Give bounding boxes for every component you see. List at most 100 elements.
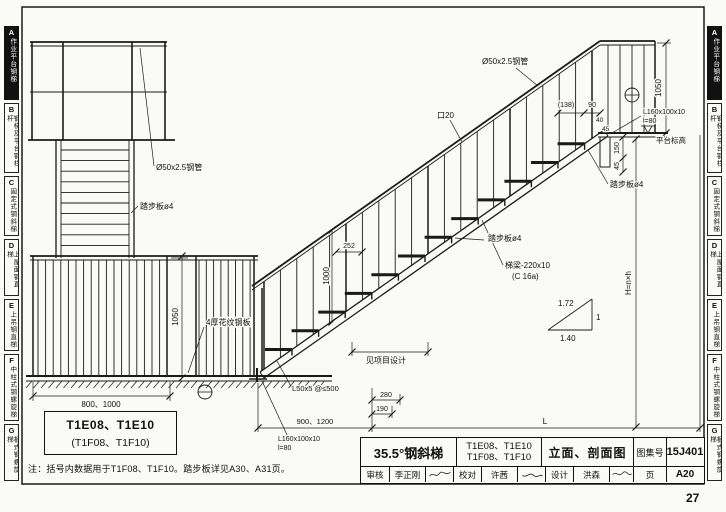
tab-label: 作业平台钢梯 <box>8 38 16 83</box>
design-name: 洪森 <box>573 467 609 482</box>
review-signature <box>425 467 453 482</box>
label-tread-right: 踏步板ø4 <box>610 179 644 189</box>
tab-letter: F <box>9 356 14 365</box>
model-line-2: (T1F08、T1F10) <box>71 437 150 449</box>
dim-total-height: H=n×h <box>624 271 633 295</box>
ground-hatch <box>25 380 325 389</box>
tab-label: 上吊钢直梯 <box>711 311 719 349</box>
dim-left-height: 1050 <box>171 308 180 326</box>
drawing-frame <box>21 6 705 485</box>
landing-balusters <box>37 260 161 376</box>
label-platform-level: 平台标高 <box>656 135 686 145</box>
tab-label: 钢梯及平台钢栏杆 <box>708 115 722 168</box>
review-label: 审核 <box>366 469 384 480</box>
drawing-models: T1E08、T1E10 T1F08、T1F10 <box>456 438 541 466</box>
dim-baluster-spacing: 252 <box>343 243 355 250</box>
drawing-title: 35.5°钢斜梯 <box>373 445 444 461</box>
tab-label: 固定式钢斜梯 <box>711 188 719 233</box>
signature-scribble <box>611 471 632 475</box>
tab-letter: D <box>8 241 15 250</box>
dimension-lines <box>29 39 704 432</box>
tab-letter: C <box>711 178 718 187</box>
atlas-number: 15J401 <box>666 438 703 466</box>
label-stringer: 梯梁-220x10 <box>505 260 550 270</box>
models-line-1: T1E08、T1E10 <box>466 441 532 452</box>
tab-label: 板式钢螺旋梯 <box>5 436 19 474</box>
tab-label: 上吊钢直梯 <box>8 311 16 349</box>
platform-balusters <box>607 45 645 133</box>
check-label: 校对 <box>453 467 481 482</box>
tab-label: 中柱式钢螺旋梯 <box>711 366 719 419</box>
tab-letter: G <box>8 426 15 435</box>
design-label: 设计 <box>545 467 573 482</box>
label-checkered-plate: 4厚花纹钢板 <box>206 317 250 327</box>
dim-top-run-bracket: (138) <box>558 102 574 109</box>
dim-beam-b: 45 <box>614 162 621 170</box>
tab-letter: B <box>8 105 15 114</box>
review-name: 李正刚 <box>389 467 425 482</box>
label-angle-top-len: l=80 <box>643 118 657 125</box>
signature-scribble <box>428 471 451 477</box>
models-line-2: T1F08、T1F10 <box>466 452 532 463</box>
left-platform-structure <box>25 41 332 389</box>
model-designation-box: T1E08、T1E10 (T1F08、T1F10) <box>44 411 177 455</box>
tab-letter: C <box>8 178 15 187</box>
tab-letter: G <box>711 426 718 435</box>
slope-triangle <box>547 298 593 331</box>
dimension-ticks <box>29 39 704 432</box>
page-code: A20 <box>666 467 703 482</box>
design-signature <box>609 467 633 482</box>
tab-label: 钢梯及平台钢栏杆 <box>5 115 19 168</box>
tab-label: 上屋面钢直梯 <box>708 251 722 289</box>
mid-landing-balusters <box>198 260 251 376</box>
label-square-baluster: 口20 <box>437 111 454 120</box>
check-signature <box>517 467 545 482</box>
slope-hypotenuse-value: 1.72 <box>558 299 574 308</box>
tab-label: 固定式钢斜梯 <box>8 188 16 233</box>
elevation-mark <box>641 125 655 134</box>
page-number: 27 <box>686 491 700 505</box>
atlas-label: 图集号 <box>633 438 666 466</box>
page-label: 页 <box>633 467 666 482</box>
leader-lines <box>130 47 642 438</box>
label-tread-left: 踏步板ø4 <box>140 201 174 211</box>
tab-letter: E <box>711 301 717 310</box>
label-angle-bottom-len: l=80 <box>278 445 292 452</box>
check-name: 许茜 <box>481 467 517 482</box>
label-tread-mid: 踏步板ø4 <box>488 233 522 243</box>
front-flight-treads <box>61 149 129 257</box>
detail-callout-circles <box>197 87 640 400</box>
label-angle-bottom: L160x100x10 <box>278 436 320 443</box>
dim-first-a: 190 <box>376 406 388 413</box>
view-name: 立面、剖面图 <box>541 438 633 466</box>
title-block: 35.5°钢斜梯 T1E08、T1E10 T1F08、T1F10 立面、剖面图 … <box>360 437 705 484</box>
dim-top-run: 90 <box>588 102 596 109</box>
dim-total-run: L <box>543 416 548 426</box>
inclined-stair <box>249 40 668 382</box>
tab-letter: A <box>8 28 15 37</box>
tab-letter: E <box>8 301 14 310</box>
dim-first-b: 280 <box>380 392 392 399</box>
dim-beam-a: 150 <box>614 142 621 154</box>
tab-letter: D <box>711 241 718 250</box>
label-angle-top: L160x100x10 <box>643 109 685 116</box>
slope-run-value: 1.40 <box>560 334 576 343</box>
dim-right-rail-height: 1050 <box>654 79 663 97</box>
tab-label: 板式钢螺旋梯 <box>708 436 722 474</box>
label-handrail-pipe-left: Ø50x2.5钢管 <box>156 162 202 172</box>
